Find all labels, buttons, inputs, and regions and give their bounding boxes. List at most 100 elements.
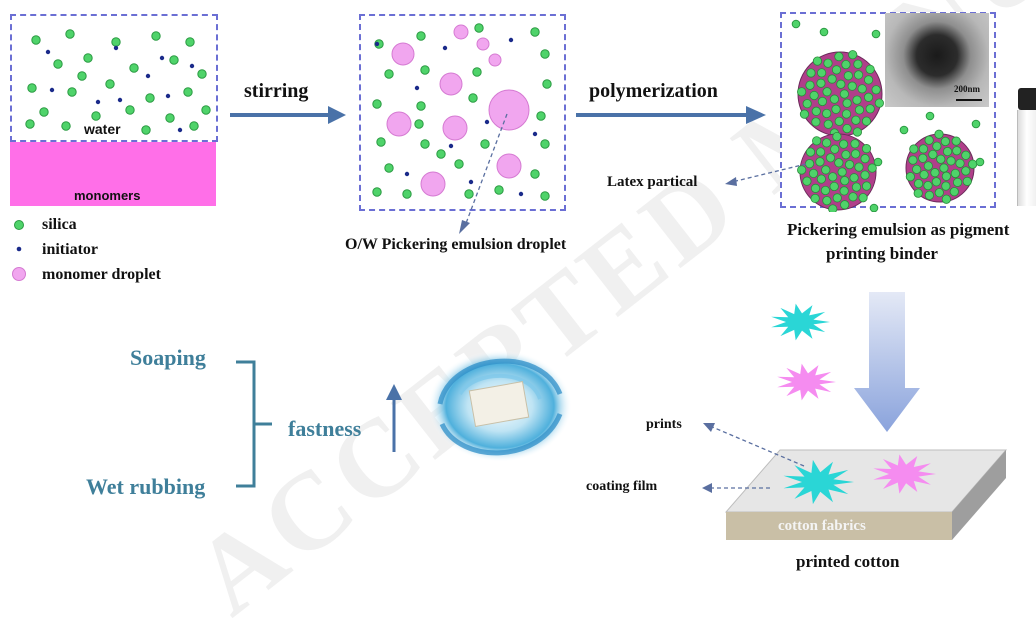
latex-silica-shell: [848, 192, 858, 202]
latex-silica-shell: [861, 181, 872, 191]
latex-silica-shell: [861, 144, 872, 154]
droplet: [442, 115, 468, 141]
silica-particle: [472, 67, 482, 77]
initiator-dot: [404, 171, 410, 177]
initiator-dot: [518, 191, 524, 197]
latex-silica-shell: [867, 163, 877, 173]
initiator-dot: [95, 99, 101, 105]
cyan-print-star: [783, 459, 854, 505]
latex-silica-shell: [821, 165, 831, 175]
pigment-stars: [771, 303, 836, 401]
latex-silica-shell: [931, 177, 941, 187]
latex-pointer: [725, 163, 807, 186]
free-silica: [975, 157, 985, 167]
latex-silica-shell: [949, 187, 959, 197]
latex-silica-shell: [828, 172, 838, 182]
latex-silica-shell: [831, 65, 842, 75]
latex-silica-shell: [905, 172, 915, 182]
latex-silica-shell: [840, 200, 850, 210]
silica-particle: [61, 121, 71, 131]
latex-silica-shell: [839, 139, 849, 149]
silica-particle: [436, 149, 446, 159]
latex-silica-shell: [843, 71, 853, 81]
droplet: [496, 153, 522, 179]
silica-particle: [141, 125, 151, 135]
silica-particle: [39, 107, 49, 117]
latex-silica-shell: [811, 117, 821, 127]
down-arrow: [854, 292, 920, 432]
silica-particle: [129, 63, 139, 73]
initiator-dot: [484, 119, 490, 125]
latex-silica-shell: [832, 131, 842, 142]
pink-print-star: [873, 454, 936, 494]
silica-particle: [420, 139, 430, 149]
monomer-layer: [10, 142, 216, 206]
legend-droplet-label: monomer droplet: [42, 266, 161, 283]
silica-particle: [420, 65, 430, 75]
cotton-fabric: [724, 449, 1008, 540]
latex-silica-shell: [810, 183, 821, 193]
fabric-right-side: [952, 450, 1006, 540]
latex-silica-shell: [865, 64, 875, 74]
initiator-dot: [49, 87, 55, 93]
silica-particle: [151, 31, 161, 41]
latex-silica-shell: [802, 176, 812, 186]
latex-silica-shell: [830, 144, 840, 154]
latex-silica-shell: [822, 87, 832, 97]
latex-silica-shell: [842, 123, 852, 134]
latex-silica-shell: [853, 70, 864, 80]
latex-silica-shell: [812, 56, 823, 66]
free-silica: [791, 19, 801, 29]
silica-particle: [65, 29, 75, 39]
initiator-dot: [177, 127, 183, 133]
water-particles: [25, 29, 211, 135]
vial-cap: [1018, 88, 1036, 110]
latex-silica-shell: [941, 171, 951, 181]
latex-particles-image: [791, 19, 985, 212]
silica-particle: [540, 49, 550, 59]
latex-silica-shell: [852, 127, 863, 137]
silica-particle: [414, 119, 424, 129]
latex-silica-shell: [825, 153, 836, 163]
latex-silica-shell: [850, 149, 861, 159]
silica-particle: [27, 83, 37, 93]
latex-label: Latex partical: [607, 174, 698, 190]
latex-silica-shell: [849, 173, 859, 183]
water-label: water: [84, 121, 121, 137]
latex-silica-shell: [961, 150, 971, 160]
silica-particle: [183, 87, 193, 97]
silica-particle: [25, 119, 35, 129]
scale-bar-label: 200nm: [954, 84, 981, 94]
latex-silica-shell: [816, 147, 826, 157]
silica-particle: [480, 139, 490, 149]
latex-silica-shell: [828, 204, 838, 212]
latex-silica-shell: [811, 106, 821, 116]
latex-silica-shell: [851, 115, 861, 125]
silica-particle: [540, 139, 550, 149]
ow-droplet-label: O/W Pickering emulsion droplet: [345, 236, 567, 253]
latex-silica-shell: [848, 50, 858, 60]
latex-silica-shell: [853, 59, 863, 69]
latex-silica-shell: [968, 159, 978, 169]
binder-label-line2: printing binder: [826, 244, 938, 263]
coating-pointer: [702, 483, 770, 493]
polymerization-arrow: [576, 106, 766, 124]
latex-silica-shell: [810, 193, 820, 204]
latex-silica-shell: [812, 136, 822, 146]
free-silica: [899, 125, 909, 135]
free-silica: [869, 203, 879, 212]
latex-silica-shell: [863, 75, 874, 85]
latex-silica-shell: [809, 90, 819, 101]
latex-silica-shell: [815, 157, 825, 167]
silica-particle: [165, 113, 175, 123]
latex-silica-shell: [797, 165, 807, 175]
latex-silica-shell: [918, 144, 929, 154]
latex-silica-shell: [844, 159, 855, 170]
droplet: [391, 42, 415, 66]
latex-silica-shell: [816, 78, 826, 88]
silica-particle: [416, 31, 426, 41]
silica-particle: [536, 111, 546, 121]
initiator-dot: [374, 41, 380, 47]
silica-particle: [197, 69, 207, 79]
prints-label: prints: [646, 417, 682, 432]
